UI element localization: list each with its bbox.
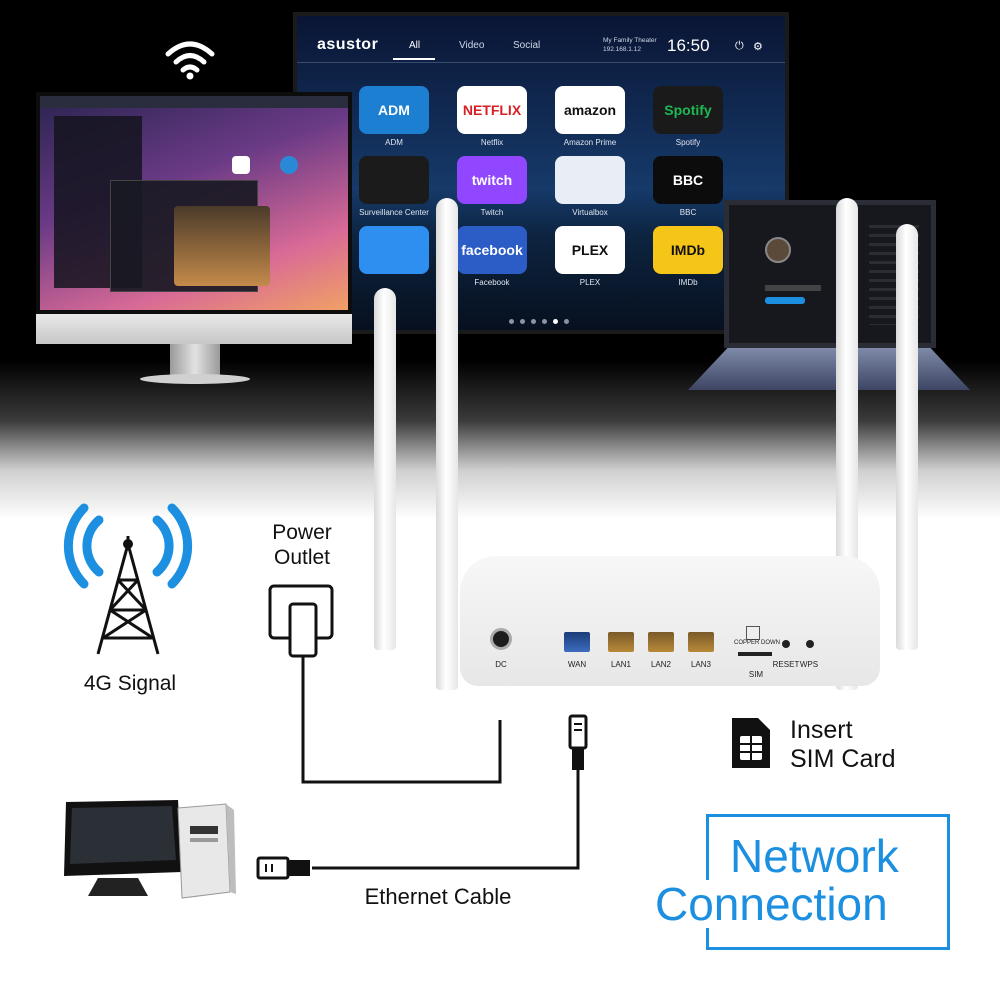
sim-orientation-hint: COPPER DOWN — [733, 640, 780, 646]
tv-app-tile[interactable]: ADM — [359, 86, 429, 134]
ethernet-cable — [256, 714, 588, 880]
wps-button[interactable] — [806, 640, 814, 648]
tv-device-ip: 192.168.1.12 — [603, 46, 641, 53]
router-antenna — [374, 288, 396, 650]
wan-port[interactable] — [564, 632, 590, 652]
tv-app-tile[interactable]: NETFLIX — [457, 86, 527, 134]
dc-power-jack[interactable] — [490, 628, 512, 650]
sim-card-icon — [732, 718, 770, 768]
tv-app-label: Surveillance Center — [359, 208, 429, 217]
tv-app-tile[interactable]: PLEX — [555, 226, 625, 274]
lan2-label: LAN2 — [650, 660, 671, 669]
tv-app-tile[interactable]: facebook — [457, 226, 527, 274]
photo-preview — [174, 206, 270, 286]
avatar — [765, 237, 791, 263]
lan1-port[interactable] — [608, 632, 634, 652]
reset-button[interactable] — [782, 640, 790, 648]
monitor-base — [140, 374, 250, 384]
lan3-label: LAN3 — [690, 660, 711, 669]
tv-app-label: Spotify — [675, 138, 701, 147]
tv-app-tile[interactable]: Spotify — [653, 86, 723, 134]
tv-app-tile[interactable] — [359, 226, 429, 274]
ethernet-plug-icon — [568, 714, 588, 750]
power-outlet-label-line2: Outlet — [273, 546, 331, 569]
tv-app-label: PLEX — [579, 278, 601, 287]
power-icon[interactable]: ⏻ — [735, 40, 744, 52]
tv-app-tile[interactable] — [359, 156, 429, 204]
ethernet-cable-label: Ethernet Cable — [364, 884, 512, 909]
router-rear-panel: DC WAN LAN1 LAN2 LAN3 COPPER DOWN SIM RE… — [470, 624, 830, 686]
tv-app-tile[interactable]: twitch — [457, 156, 527, 204]
desktop-app-icon[interactable] — [280, 156, 298, 174]
tv-app-label: Facebook — [474, 278, 510, 287]
tv-app-label: BBC — [679, 208, 697, 217]
pc-monitor-stand — [88, 878, 148, 896]
insert-sim-label: Insert SIM Card — [790, 716, 896, 774]
tv-clock: 16:50 — [667, 36, 710, 55]
tv-device-name: My Family Theater — [603, 37, 657, 44]
tv-tab-all[interactable]: All — [409, 40, 421, 51]
sim-label: SIM — [748, 670, 764, 679]
tv-screen: asustor All Video Social My Family Theat… — [293, 12, 789, 334]
tv-app-tile[interactable]: amazon — [555, 86, 625, 134]
laptop-keyboard — [688, 348, 970, 390]
desktop-pc — [64, 800, 236, 899]
monitor-screen — [36, 92, 352, 314]
desktop-app-icon[interactable] — [232, 156, 250, 174]
network-label-line1: Network — [730, 830, 899, 882]
tv-app-tile[interactable]: IMDb — [653, 226, 723, 274]
power-outlet-label-line1: Power — [272, 521, 332, 544]
reset-label: RESET — [772, 660, 800, 669]
sim-card-icon — [746, 626, 760, 640]
desktop-taskbar — [40, 96, 348, 108]
lan3-port[interactable] — [688, 632, 714, 652]
monitor-bezel — [36, 314, 352, 344]
tv-app-label: Twitch — [480, 208, 504, 217]
tv-app-label: Virtualbox — [572, 208, 608, 217]
lan1-label: LAN1 — [610, 660, 631, 669]
tv-app-label: Amazon Prime — [563, 138, 617, 147]
router-antenna — [896, 224, 918, 650]
insert-sim-label-line1: Insert — [790, 716, 853, 744]
tv-topbar: asustor All Video Social My Family Theat… — [297, 16, 785, 74]
tv-tab-video[interactable]: Video — [459, 40, 485, 51]
monitor-stand — [170, 344, 220, 376]
sim-slot[interactable] — [738, 652, 772, 656]
dc-label: DC — [495, 660, 507, 669]
tv-tab-social[interactable]: Social — [513, 40, 541, 51]
login-field[interactable] — [765, 285, 821, 291]
tv-app-tile[interactable] — [555, 156, 625, 204]
tv-tab-indicator — [393, 58, 435, 60]
wifi-icon — [165, 41, 215, 80]
signal-label: 4G Signal — [83, 672, 177, 695]
gear-icon[interactable]: ⚙ — [753, 41, 763, 53]
tv-app-label: ADM — [385, 138, 403, 147]
router-body — [460, 556, 880, 686]
pc-tower — [177, 803, 231, 899]
tv-app-tile[interactable]: BBC — [653, 156, 723, 204]
wan-label: WAN — [567, 660, 587, 669]
tv-page-dots — [509, 311, 575, 329]
tv-app-label: Netflix — [480, 138, 504, 147]
tv-device-info: My Family Theater 192.168.1.12 — [603, 36, 657, 54]
wps-label: WPS — [799, 660, 819, 669]
lan2-port[interactable] — [648, 632, 674, 652]
tv-topbar-divider — [297, 62, 785, 63]
power-cable — [268, 584, 502, 784]
power-outlet-label: Power Outlet — [252, 520, 352, 570]
router-antenna — [436, 198, 458, 690]
cell-tower-icon — [63, 503, 193, 655]
login-button[interactable] — [765, 297, 805, 304]
tv-brand: asustor — [317, 36, 379, 53]
tv-app-label: IMDb — [678, 278, 698, 287]
insert-sim-label-line2: SIM Card — [790, 745, 896, 773]
network-label-line2: Connection — [655, 880, 894, 928]
